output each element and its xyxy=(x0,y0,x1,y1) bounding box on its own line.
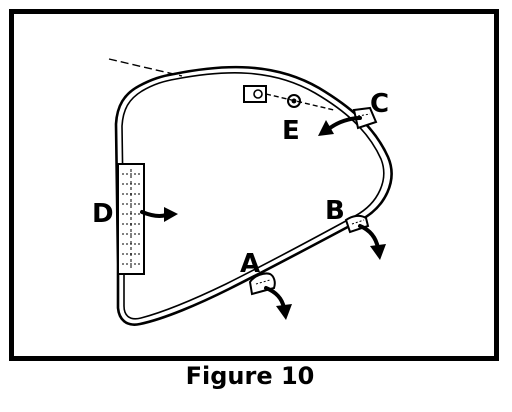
callout-b: B xyxy=(325,196,345,226)
callout-d: D xyxy=(92,199,114,229)
figure-caption: Figure 10 xyxy=(185,362,315,390)
clip-d-strip xyxy=(117,163,145,275)
clip-c-tab xyxy=(352,106,378,130)
housing-outline-outer xyxy=(114,65,393,326)
callout-a: A xyxy=(240,249,260,279)
callout-e: E xyxy=(282,116,300,146)
mirror-housing-diagram: A B C D E xyxy=(92,58,393,326)
clip-b-tab xyxy=(344,214,370,234)
reference-line-top xyxy=(108,58,183,77)
reference-line-e xyxy=(265,93,335,111)
arrow-d xyxy=(140,207,178,222)
arrow-c xyxy=(318,116,362,136)
arrow-a xyxy=(264,286,292,320)
figure-frame: A B C D E xyxy=(9,9,499,361)
callout-c: C xyxy=(370,89,389,119)
housing-outline-inner xyxy=(121,72,385,320)
mounting-bracket xyxy=(243,85,267,103)
arrow-b xyxy=(358,224,386,260)
